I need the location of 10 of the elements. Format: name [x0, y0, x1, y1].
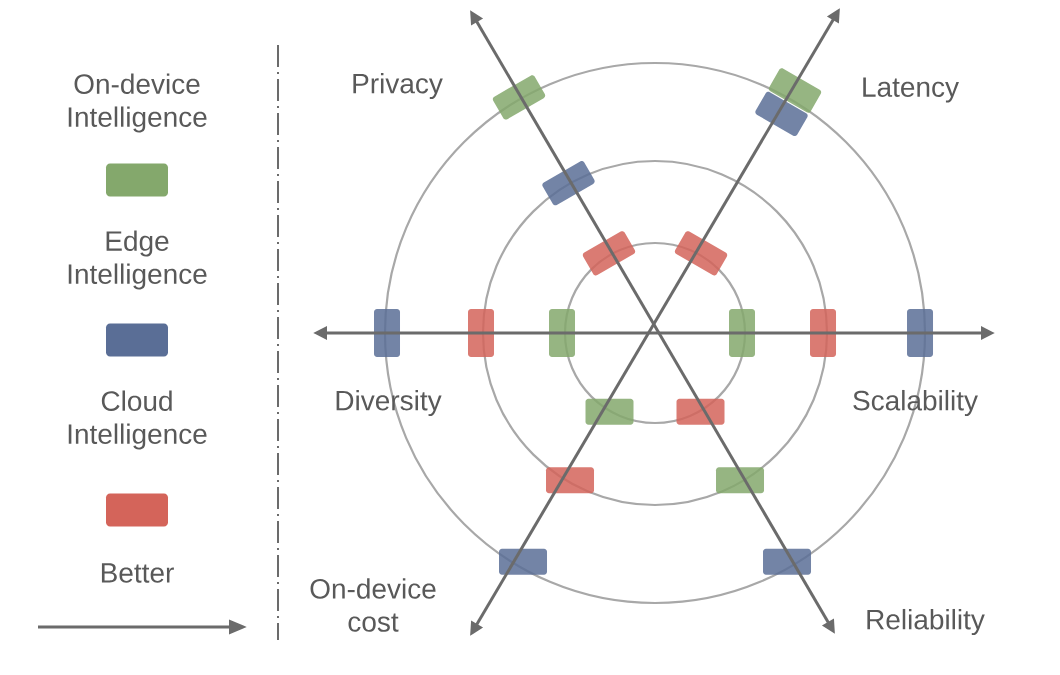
legend-label: Edge Intelligence — [68, 230, 207, 290]
legend-label: Better — [101, 563, 174, 583]
axis-label: Privacy — [353, 72, 443, 100]
axis-label: Latency — [863, 77, 959, 103]
legend-label: On-device Intelligence — [68, 73, 207, 133]
axis-label: On-device cost — [310, 578, 436, 632]
legend-label: Cloud Intelligence — [68, 390, 207, 450]
axis-label: Scalability — [853, 389, 978, 417]
axis-label: Diversity — [336, 389, 442, 417]
axis-label: Reliability — [867, 608, 985, 636]
